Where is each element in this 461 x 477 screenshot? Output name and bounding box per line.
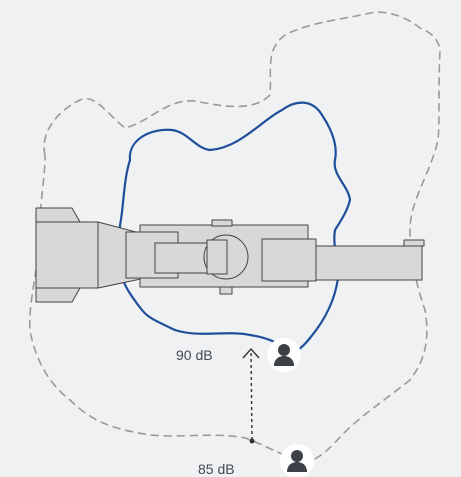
approach-arrow-origin-dot xyxy=(249,438,255,444)
outer-level-label: 85 dB xyxy=(198,461,235,477)
machine-bottom-fin xyxy=(35,287,81,303)
person-icon xyxy=(267,338,301,372)
outer-contour-85db xyxy=(28,11,441,462)
machine xyxy=(35,207,425,303)
inner-level-label: 90 dB xyxy=(176,347,213,363)
machine-top-fin xyxy=(35,207,81,223)
machine-rotor-hub xyxy=(206,239,228,275)
machine-boom-cap xyxy=(403,239,425,247)
machine-rear-body xyxy=(35,221,99,289)
machine-bearing-top xyxy=(211,219,233,227)
approach-arrow-head xyxy=(242,347,260,359)
machine-boom xyxy=(315,245,423,281)
machine-cylinder xyxy=(154,242,214,274)
person-icon xyxy=(280,444,314,477)
machine-bearing-bottom xyxy=(219,286,233,295)
approach-arrow-shaft xyxy=(250,349,253,441)
approach-arrow xyxy=(242,347,260,444)
machine-right-housing xyxy=(261,238,317,282)
